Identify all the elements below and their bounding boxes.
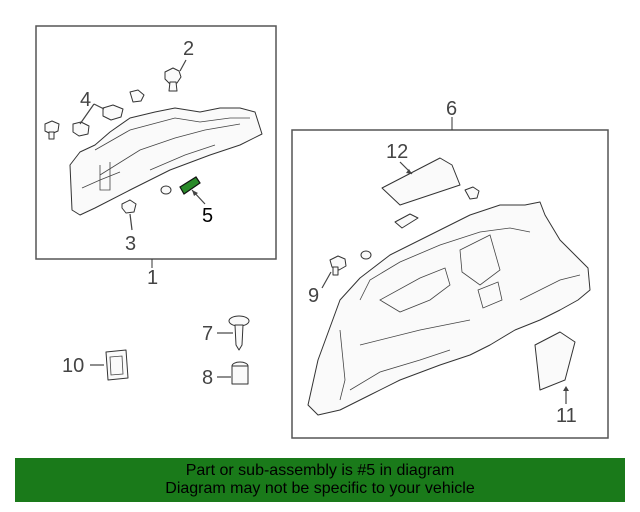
- info-banner: Part or sub-assembly is #5 in diagram Di…: [15, 458, 625, 502]
- callout-5: 5: [202, 205, 213, 227]
- part-1-trim-panel[interactable]: [69, 107, 263, 216]
- part-6-trim-panel[interactable]: [307, 201, 591, 416]
- callout-12: 12: [386, 141, 408, 163]
- callout-8: 8: [202, 367, 213, 389]
- part-9-clip[interactable]: [321, 255, 347, 289]
- part-5-highlighted[interactable]: [179, 176, 206, 205]
- part-3-clip[interactable]: [121, 199, 137, 231]
- banner-line-1: Part or sub-assembly is #5 in diagram: [185, 462, 455, 479]
- callout-6: 6: [446, 98, 457, 120]
- callout-10: 10: [62, 355, 84, 377]
- part-8-nut[interactable]: [217, 361, 249, 385]
- assembly-6-box: [291, 129, 609, 439]
- banner-line-2: Diagram may not be specific to your vehi…: [165, 480, 475, 497]
- part-11-cover[interactable]: [534, 331, 576, 404]
- callout-9: 9: [308, 285, 319, 307]
- callout-11: 11: [556, 405, 577, 427]
- part-4-clip[interactable]: [44, 89, 145, 140]
- callout-7: 7: [202, 323, 213, 345]
- callout-1: 1: [147, 267, 158, 289]
- assembly-1-box: [35, 25, 277, 260]
- part-2-clip[interactable]: [164, 59, 187, 92]
- callout-3: 3: [125, 233, 136, 255]
- callout-2: 2: [183, 38, 194, 60]
- callout-4: 4: [80, 89, 91, 111]
- parts-diagram: 1 2 3 4 5 6 7 8 9 10 11 12: [35, 25, 609, 439]
- part-7-screw[interactable]: [217, 315, 250, 351]
- part-10-clip[interactable]: [90, 349, 129, 381]
- part-12-cover[interactable]: [381, 157, 461, 206]
